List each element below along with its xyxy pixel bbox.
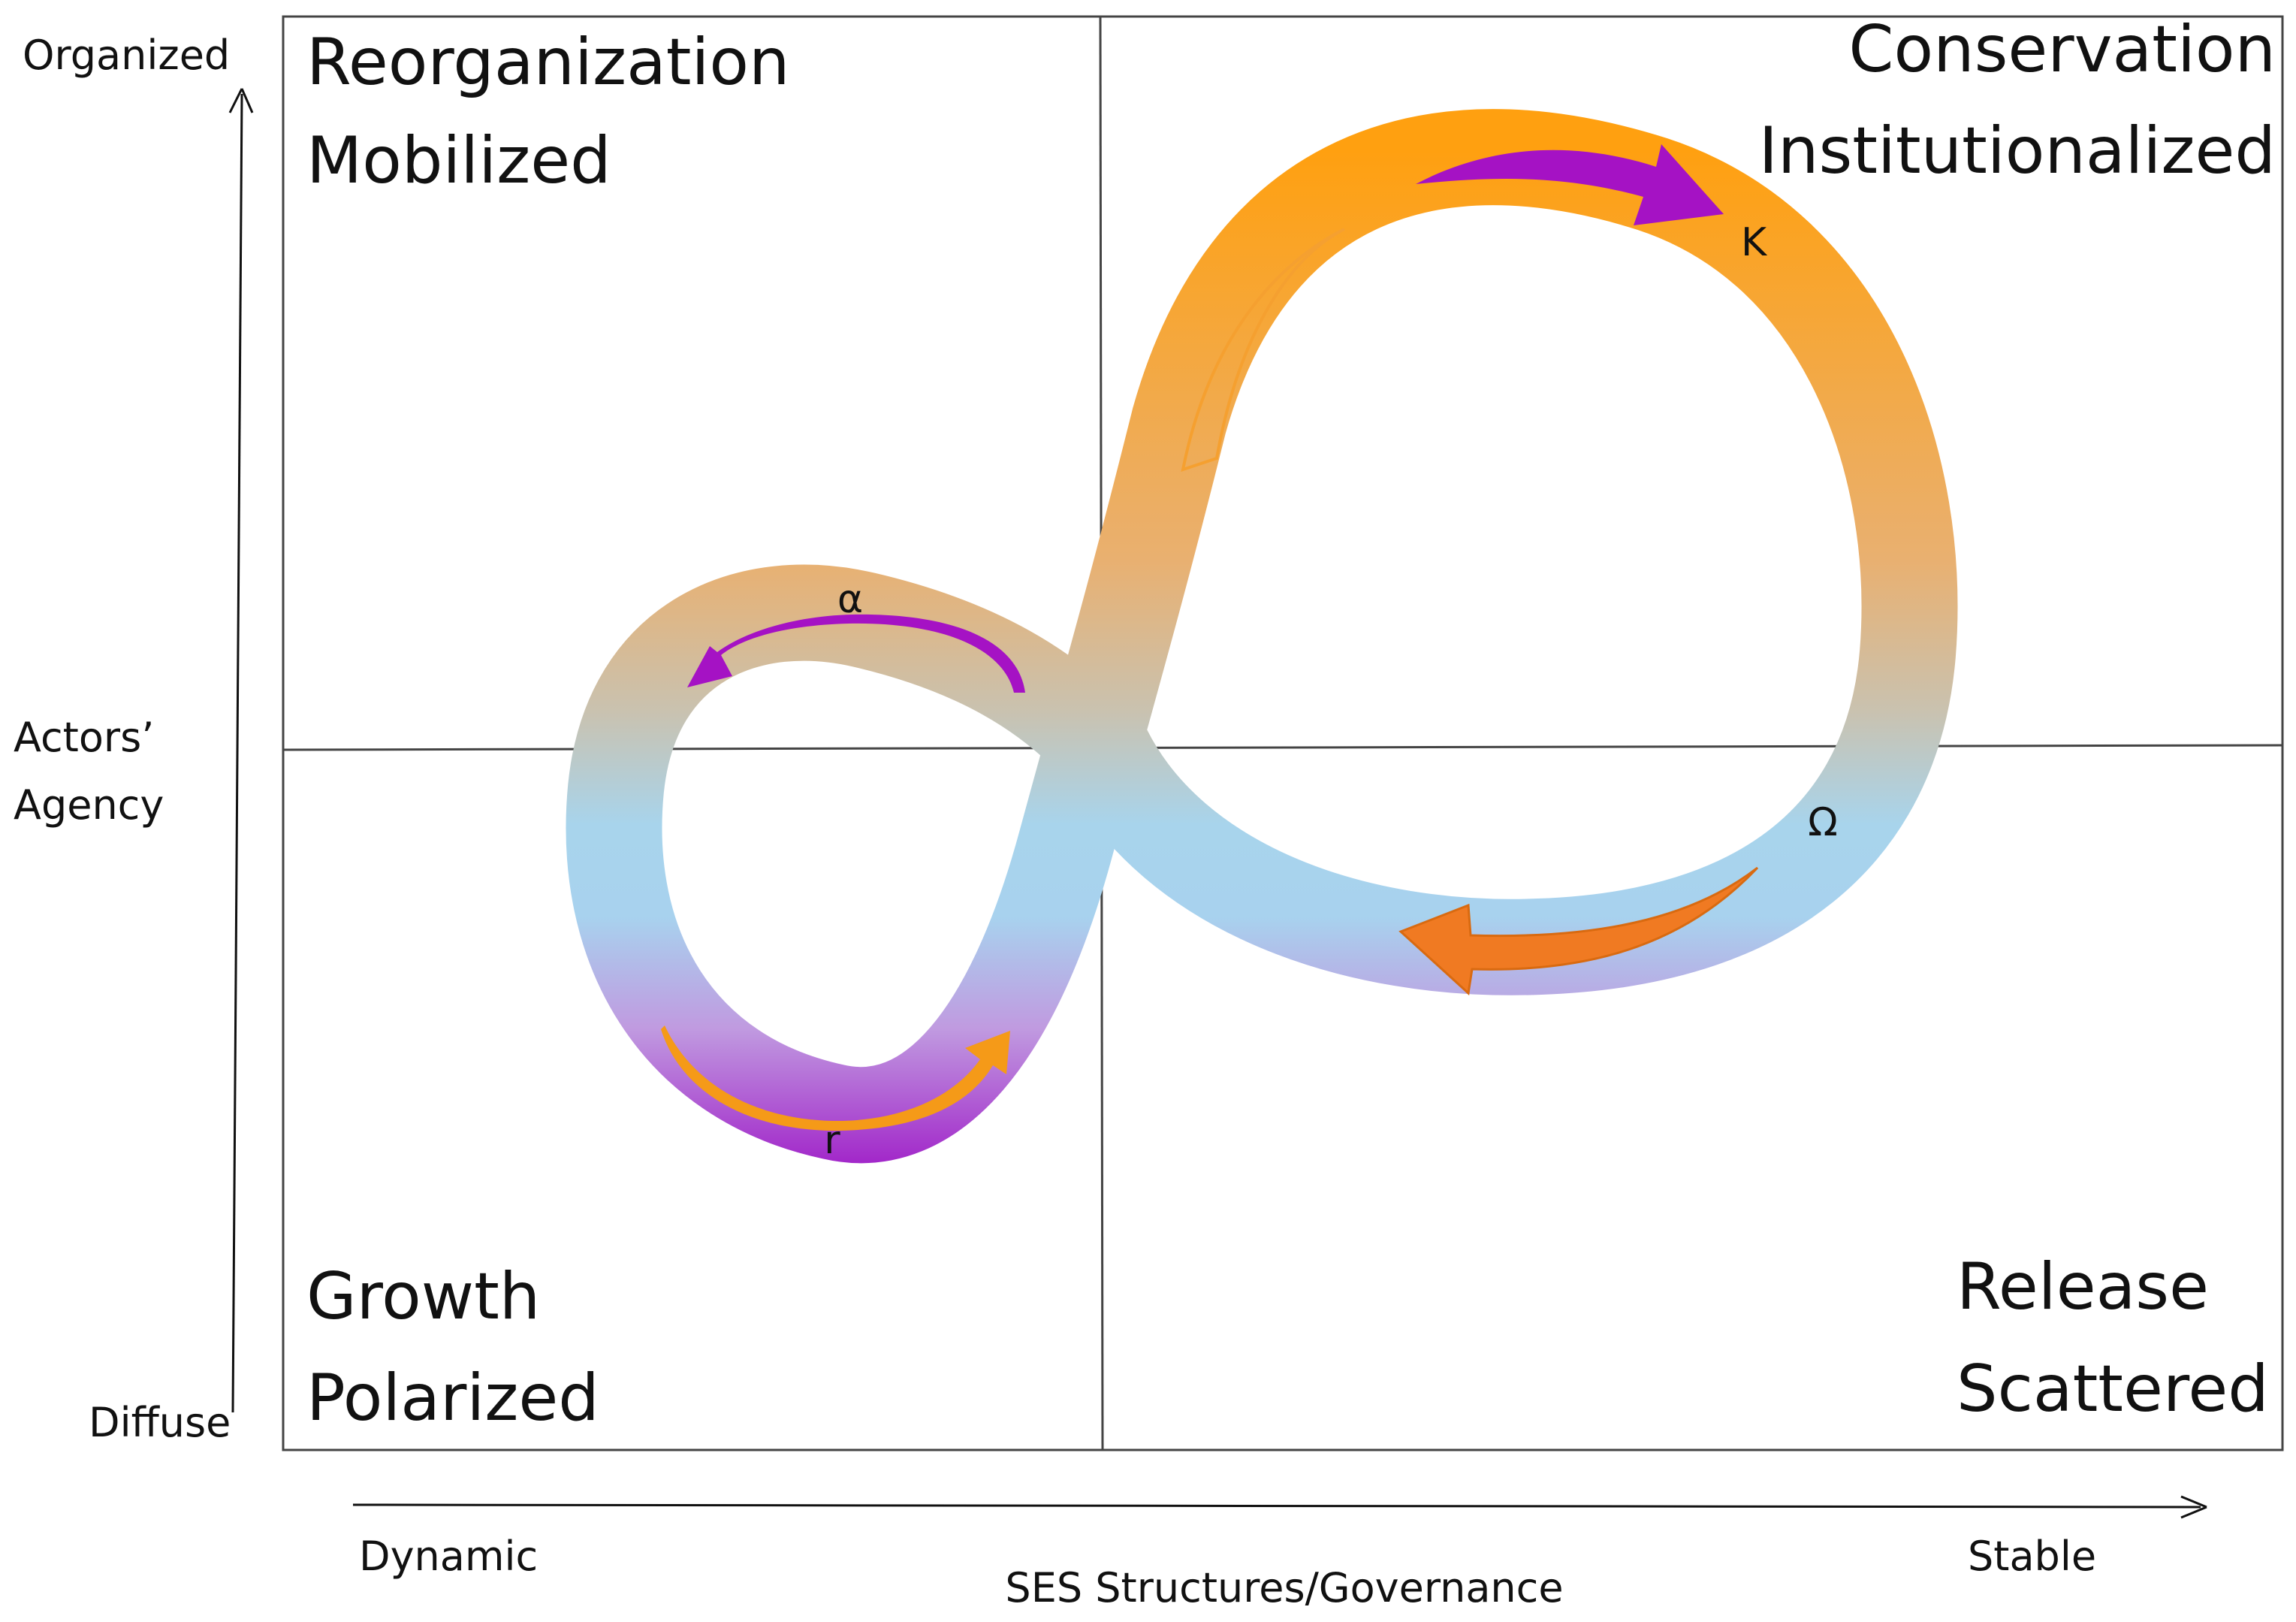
y-axis-title-line1: Actors’	[14, 714, 154, 761]
y-axis-top-label: Organized	[23, 32, 230, 79]
r-phase-label: r	[824, 1118, 840, 1163]
r-phase-arrow	[661, 1025, 1010, 1131]
alpha-phase-label: α	[837, 577, 863, 622]
mobilized-label: Mobilized	[306, 123, 611, 198]
reorganization-label: Reorganization	[306, 25, 790, 100]
x-axis-line	[352, 1503, 2201, 1509]
scattered-label: Scattered	[1957, 1352, 2269, 1427]
y-axis-bottom-label: Diffuse	[89, 1399, 231, 1446]
plot-frame	[282, 15, 2284, 1451]
figure-eight-loop	[566, 109, 1958, 1164]
x-axis-right-label: Stable	[1968, 1533, 2096, 1580]
x-axis-left-label: Dynamic	[359, 1533, 538, 1580]
polarized-label: Polarized	[306, 1361, 599, 1436]
y-axis-title-line2: Agency	[14, 781, 164, 829]
hollow-up-arrow	[1181, 228, 1345, 472]
k-phase-label: K	[1741, 220, 1768, 265]
x-axis-title: SES Structures/Governance	[1005, 1564, 1563, 1611]
institutionalized-label: Institutionalized	[1759, 113, 2276, 189]
k-phase-arrow	[1416, 144, 1724, 225]
y-axis-line	[231, 93, 243, 1413]
release-label: Release	[1957, 1249, 2209, 1324]
conservation-label: Conservation	[1848, 12, 2276, 87]
growth-label: Growth	[306, 1259, 540, 1334]
x-axis-arrowhead	[2180, 1495, 2207, 1519]
omega-phase-label: Ω	[1808, 800, 1838, 845]
y-axis-arrowhead	[228, 88, 254, 113]
omega-phase-arrow	[1398, 866, 1759, 995]
